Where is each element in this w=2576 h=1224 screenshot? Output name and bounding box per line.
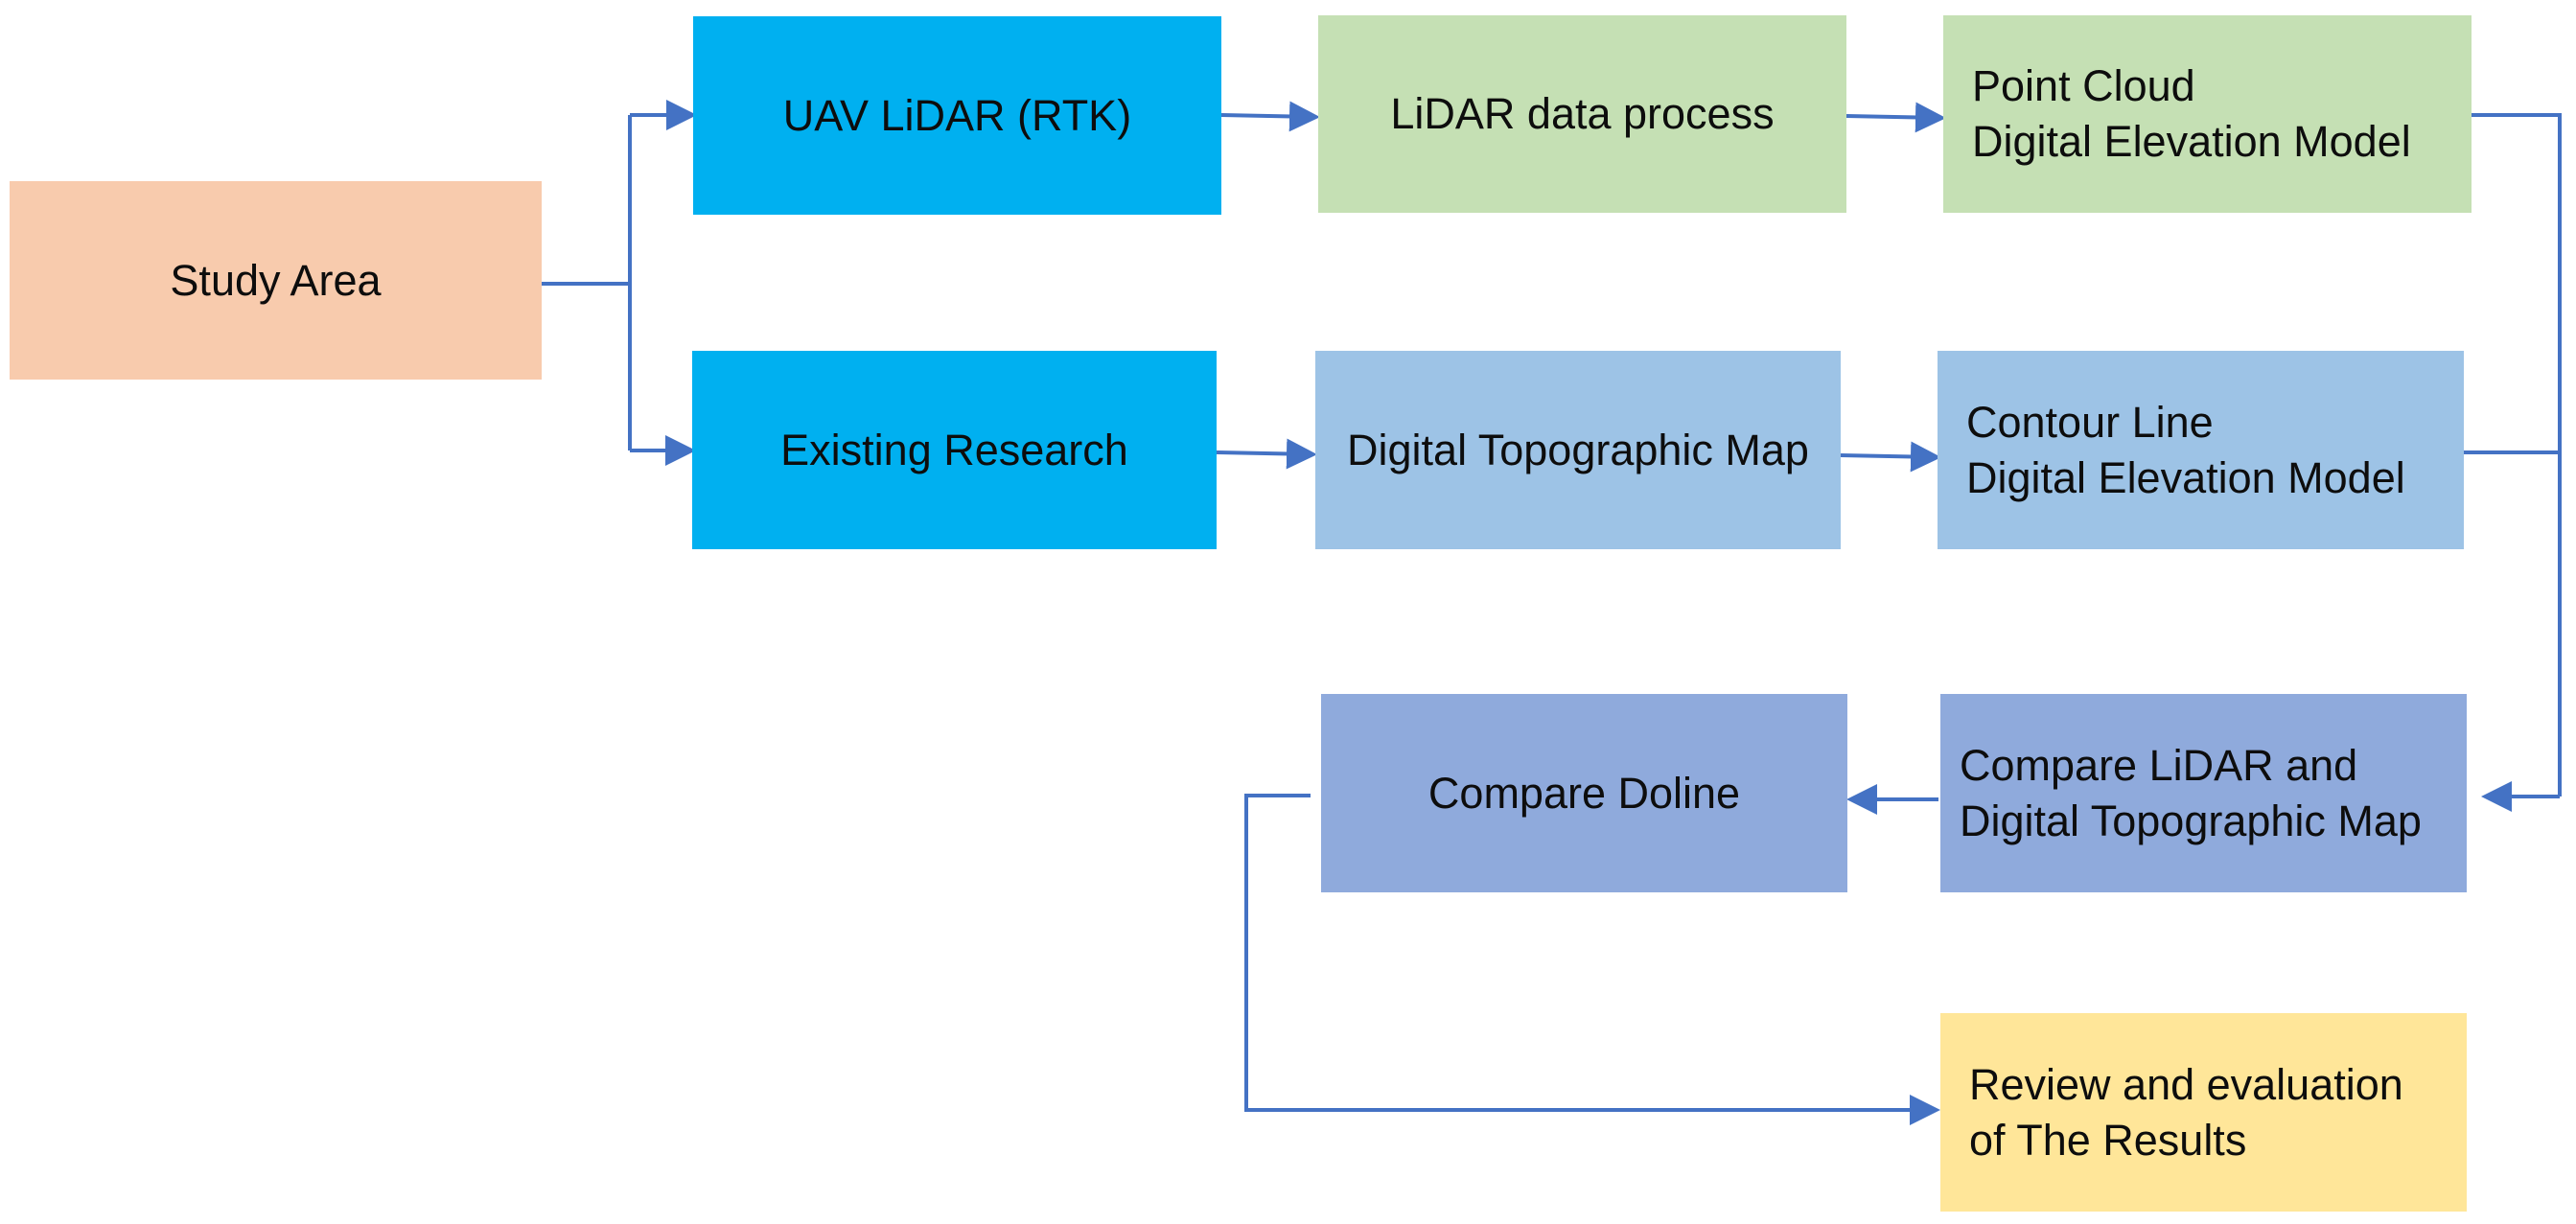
node-existing-research: Existing Research	[692, 351, 1217, 549]
node-existing-research-label: Existing Research	[780, 425, 1128, 474]
node-compare-lidar-topo-label: Compare LiDAR and Digital Topographic Ma…	[1960, 740, 2422, 845]
node-study-area-label: Study Area	[170, 255, 382, 305]
node-lidar-process: LiDAR data process	[1318, 15, 1846, 213]
node-compare-lidar-topo: Compare LiDAR and Digital Topographic Ma…	[1940, 694, 2467, 892]
node-contour-line-dem-label: Contour Line Digital Elevation Model	[1966, 397, 2405, 502]
node-review-evaluation-label: Review and evaluation of The Results	[1969, 1059, 2403, 1165]
arrow-existing-to-digital-topo	[1216, 438, 1317, 470]
node-point-cloud-dem: Point Cloud Digital Elevation Model	[1943, 15, 2472, 213]
node-uav-lidar: UAV LiDAR (RTK)	[693, 16, 1221, 215]
arrow-uav-to-lidar-process	[1220, 101, 1320, 132]
node-digital-topographic-map-label: Digital Topographic Map	[1347, 425, 1809, 474]
arrow-digital-topo-to-contour	[1840, 441, 1941, 473]
connector-point-cloud-out	[2472, 113, 2562, 797]
node-point-cloud-dem-label: Point Cloud Digital Elevation Model	[1972, 61, 2411, 166]
node-contour-line-dem: Contour Line Digital Elevation Model	[1938, 351, 2464, 549]
node-compare-doline-label: Compare Doline	[1427, 768, 1741, 818]
node-uav-lidar-label: UAV LiDAR (RTK)	[782, 90, 1132, 140]
node-lidar-process-label: LiDAR data process	[1390, 89, 1775, 138]
node-review-evaluation: Review and evaluation of The Results	[1940, 1013, 2467, 1212]
node-digital-topographic-map: Digital Topographic Map	[1315, 351, 1841, 549]
node-compare-doline: Compare Doline	[1321, 694, 1847, 892]
node-study-area: Study Area	[10, 181, 542, 380]
arrow-lidar-process-to-point-cloud	[1845, 102, 1946, 133]
